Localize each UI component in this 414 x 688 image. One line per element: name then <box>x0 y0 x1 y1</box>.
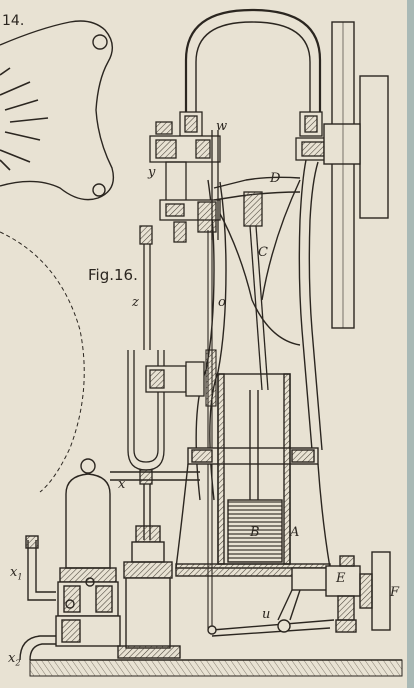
flywheel-fragment <box>0 20 115 201</box>
connecting-rod <box>243 191 269 391</box>
upper-valves <box>179 111 331 161</box>
page-number: 14. <box>2 13 25 29</box>
label-x1-main: x <box>10 565 18 580</box>
lower-valve-box <box>207 551 391 637</box>
label-y: y <box>148 165 156 180</box>
label-x1-sub: 1 <box>17 572 23 582</box>
main-cylinder <box>175 373 331 577</box>
label-x: x <box>118 477 126 492</box>
flywheel-rim <box>323 21 389 329</box>
label-x2-sub: 2 <box>15 658 21 668</box>
label-F: F <box>390 585 400 600</box>
label-x2: x2 <box>8 652 20 668</box>
label-u: u <box>262 607 271 622</box>
label-A: A <box>290 525 300 540</box>
label-x2-main: x <box>8 651 16 666</box>
label-z: z <box>132 295 139 310</box>
pump-barrel <box>117 484 181 659</box>
figure-label: Fig.16. <box>88 266 138 284</box>
air-vessel <box>19 458 200 661</box>
label-o: o <box>218 295 226 310</box>
label-x1: x1 <box>10 566 22 582</box>
page-edge <box>407 0 414 688</box>
foundation <box>29 659 403 677</box>
flywheel-arc <box>0 231 85 493</box>
label-E: E <box>336 571 346 586</box>
label-w: w <box>216 119 228 134</box>
top-arch-pipe <box>184 8 322 118</box>
pump-rod-z <box>127 225 205 485</box>
label-C: C <box>258 245 268 260</box>
label-B: B <box>250 525 260 540</box>
valve-gear-assembly <box>149 121 221 243</box>
label-D: D <box>270 171 281 186</box>
